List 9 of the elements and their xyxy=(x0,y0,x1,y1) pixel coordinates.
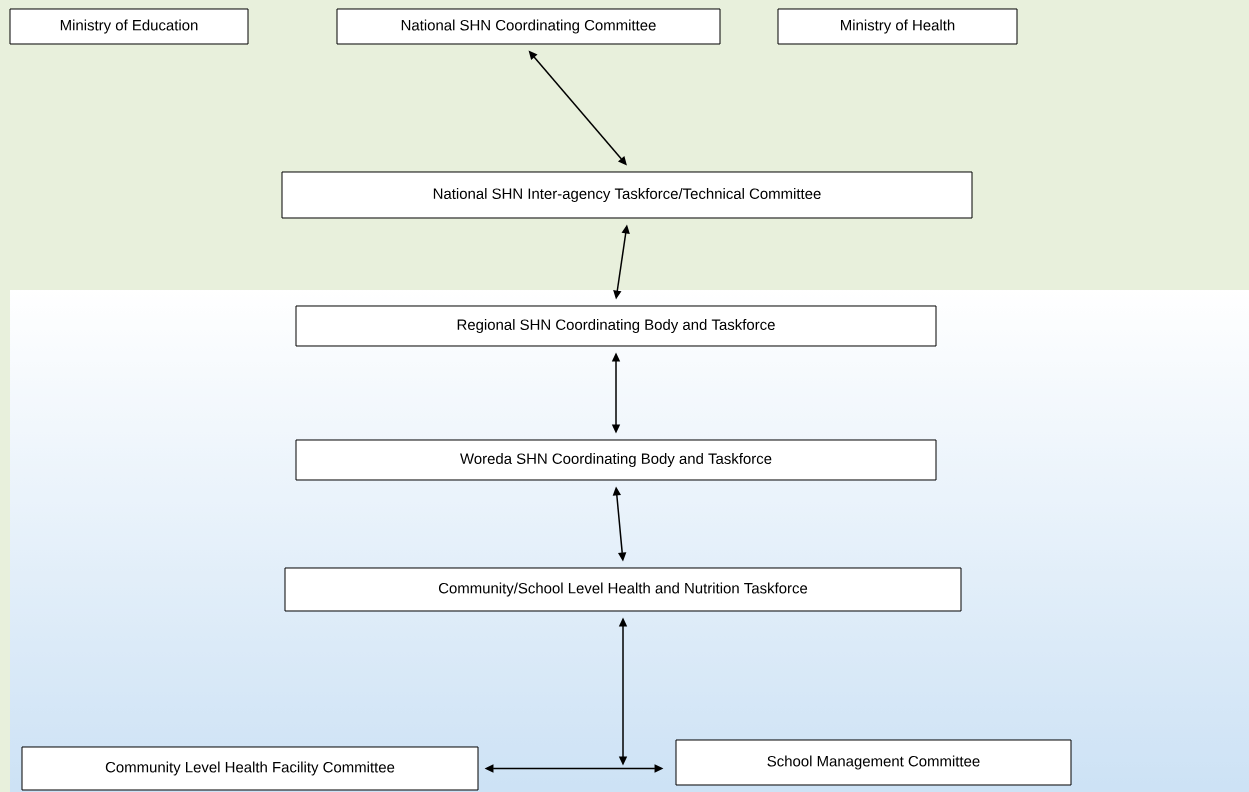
box: Ministry of Education xyxy=(9,8,249,45)
box: National SHN Coordinating Committee xyxy=(336,8,721,45)
box: Regional SHN Coordinating Body and Taskforce xyxy=(295,305,937,347)
box: Ministry of Health xyxy=(777,8,1018,45)
box: School Management Committee xyxy=(675,739,1072,786)
box: Community/School Level Health and Nutrition Taskforce xyxy=(284,567,962,612)
box: Community Level Health Facility Committee xyxy=(21,746,479,791)
box: National SHN Inter-agency Taskforce/Technical Committee xyxy=(281,171,973,219)
box: Woreda SHN Coordinating Body and Taskforce xyxy=(295,439,937,481)
